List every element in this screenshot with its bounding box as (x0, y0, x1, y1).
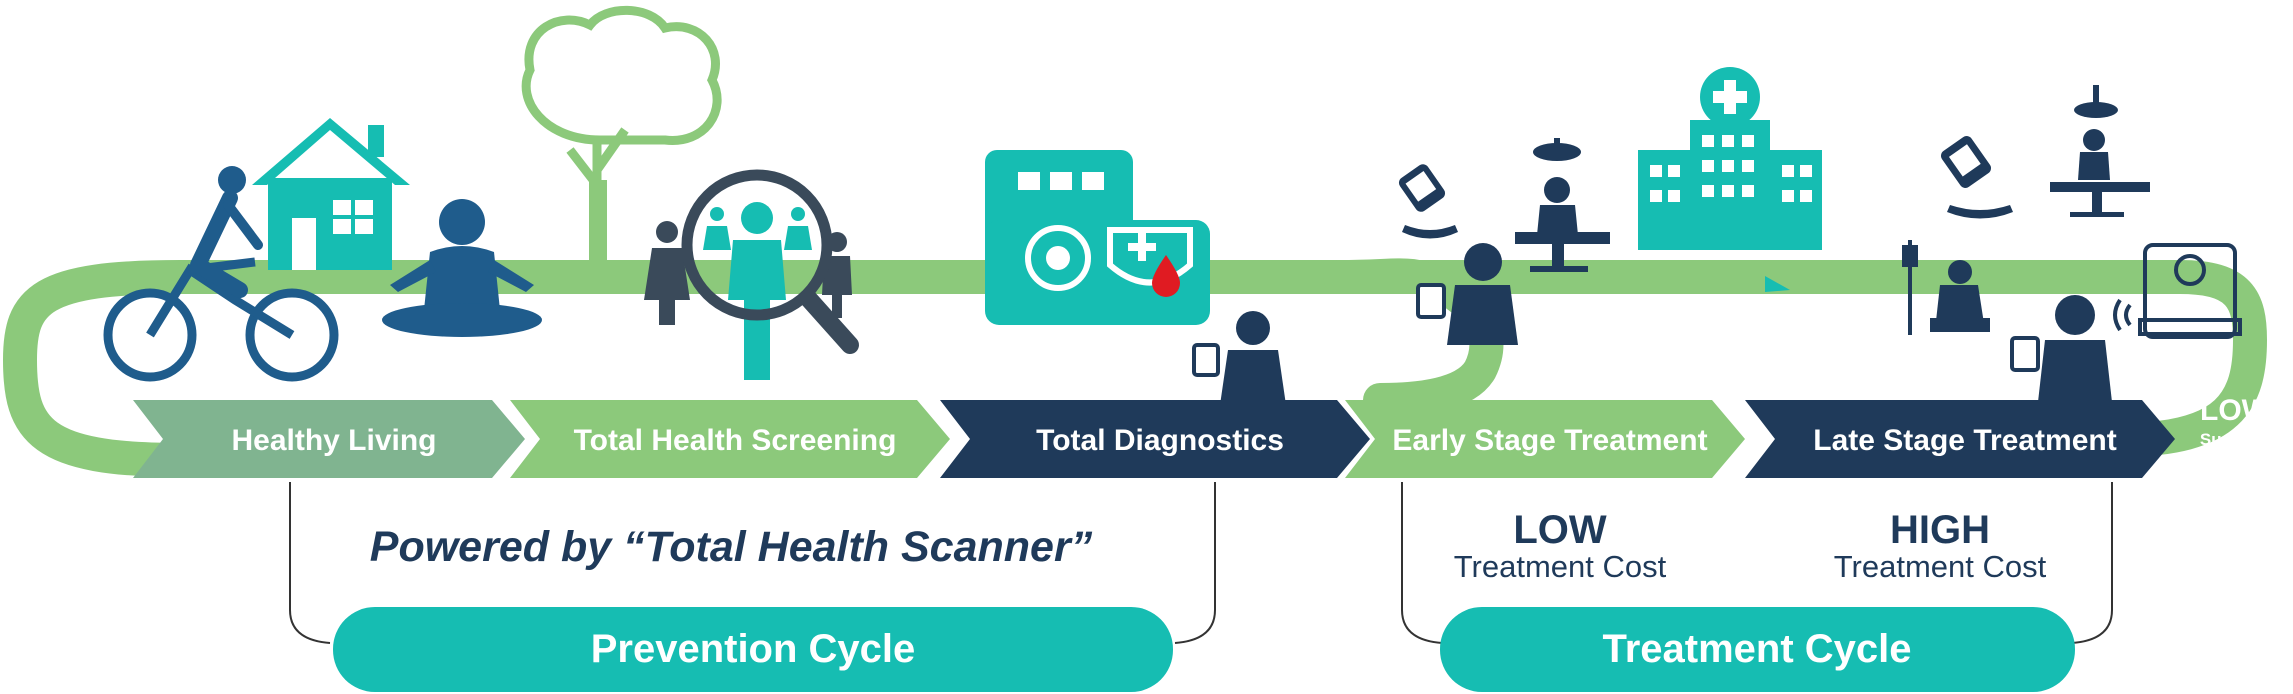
stage-chevron-3 (940, 400, 1370, 478)
surgery-table-icon (1515, 138, 1610, 272)
surgery-table-late-icon (2050, 85, 2150, 217)
magnifier-icon (681, 169, 859, 354)
high-survival-small: Survival (1595, 372, 1669, 393)
doctor-icon (1192, 311, 1286, 405)
treatment-cycle-pill (1440, 607, 2075, 692)
medicine-bottle-icon (1398, 164, 1458, 239)
stage-chevron-4 (1345, 400, 1745, 478)
stage-label-4: Early Stage Treatment (1392, 424, 1707, 457)
medicine-bottle-late-icon (1940, 136, 2013, 219)
low-cost-small: Treatment Cost (1454, 549, 1667, 584)
stage-label-3: Total Diagnostics (1036, 424, 1284, 457)
house-icon (252, 118, 410, 270)
stage-chevron-2 (510, 400, 950, 478)
doctor-early-icon (1416, 243, 1518, 345)
stage-chevron-1 (133, 400, 525, 478)
blood-drop-icon (1152, 255, 1180, 297)
powered-by-text: Powered by “Total Health Scanner” (370, 523, 1093, 571)
prevention-bracket (289, 482, 1216, 644)
prevention-cycle-label: Prevention Cycle (591, 627, 916, 671)
high-survival-big: HIGH (1593, 330, 1671, 365)
low-cost-big: LOW (1513, 508, 1607, 552)
treatment-cycle-label: Treatment Cycle (1602, 627, 1911, 671)
ct-scanner-icon (2113, 243, 2242, 339)
tree-trunk (589, 180, 607, 265)
cyclist-icon (103, 166, 339, 382)
road-marker (1765, 276, 1790, 292)
prevention-cycle-pill (333, 607, 1173, 692)
stage-label-1: Healthy Living (231, 424, 436, 457)
stage-chevron-5 (1745, 400, 2175, 478)
stage-chevrons: Healthy Living Total Health Screening Tota… (133, 400, 2175, 478)
stage-label-5: Late Stage Treatment (1813, 424, 2116, 457)
low-survival-small: Survival (2200, 430, 2266, 449)
low-survival-big: LOW (2200, 394, 2271, 427)
doctor-late-icon (2010, 295, 2112, 402)
treatment-bracket (1401, 482, 2113, 644)
high-cost-big: HIGH (1890, 508, 1990, 552)
stage-label-2: Total Health Screening (574, 424, 897, 457)
scanner-machine-icon (985, 150, 1210, 325)
iv-drip-patient-icon (1902, 240, 1990, 335)
hospital-icon (1638, 67, 1822, 250)
high-cost-small: Treatment Cost (1834, 549, 2047, 584)
meditation-icon (382, 199, 542, 337)
